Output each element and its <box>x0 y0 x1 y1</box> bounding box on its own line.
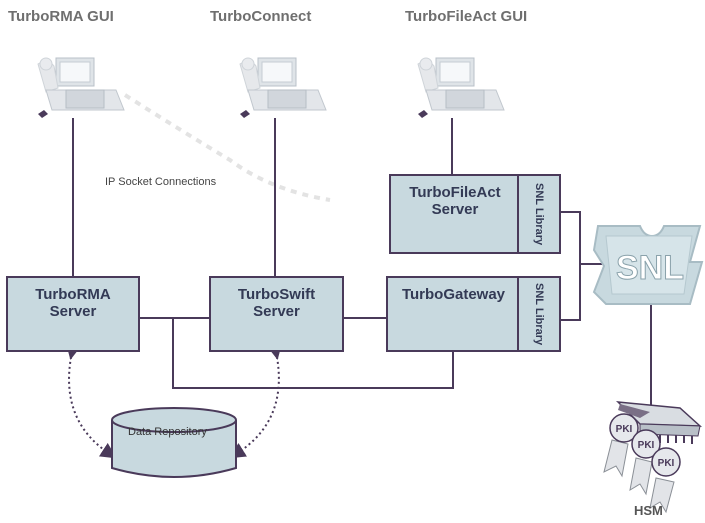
turboswift-server-box: TurboSwift Server <box>209 276 344 352</box>
turboswift-server-label: TurboSwift Server <box>237 286 316 320</box>
fileact-gui-workstation-icon <box>417 57 505 119</box>
data-repository-cylinder-icon <box>111 407 237 478</box>
snl-connection-line <box>560 211 602 321</box>
ip-socket-connections-label: IP Socket Connections <box>105 176 217 188</box>
hsm-label: HSM <box>634 503 663 518</box>
rma-repository-arrow <box>65 342 117 459</box>
turbogateway-box: TurboGateway SNL Library <box>386 276 561 352</box>
swift-repository-arrow <box>229 342 283 459</box>
snl-library-label-2: SNL Library <box>533 282 545 346</box>
snl-label: SNL <box>616 249 684 287</box>
pki-label-2: PKI <box>638 440 655 451</box>
turboconnect-label: TurboConnect <box>210 8 312 25</box>
turborma-gui-label: TurboRMA GUI <box>8 8 114 25</box>
turborma-server-box: TurboRMA Server <box>6 276 140 352</box>
connect-workstation-icon <box>239 57 327 119</box>
turbofileact-server-box: TurboFileAct Server SNL Library <box>389 174 561 254</box>
ip-socket-link-line <box>123 93 331 202</box>
rma-gui-workstation-icon <box>37 57 125 119</box>
data-repository-label: Data Repository <box>128 426 207 438</box>
turborma-server-label: TurboRMA Server <box>35 286 111 320</box>
snl-library-panel-2: SNL Library <box>517 278 559 350</box>
pki-label-1: PKI <box>616 424 633 435</box>
snl-cloud-icon <box>592 225 704 305</box>
snl-library-panel: SNL Library <box>517 176 559 252</box>
turbofileact-server-label: TurboFileAct Server <box>409 184 501 218</box>
rma-gateway-bus-line <box>172 318 454 389</box>
snl-library-label: SNL Library <box>533 182 545 246</box>
pki-label-3: PKI <box>658 458 675 469</box>
turbofileact-gui-label: TurboFileAct GUI <box>405 8 528 25</box>
pki-badge-icon <box>603 413 681 514</box>
turbogateway-label: TurboGateway <box>401 286 506 303</box>
